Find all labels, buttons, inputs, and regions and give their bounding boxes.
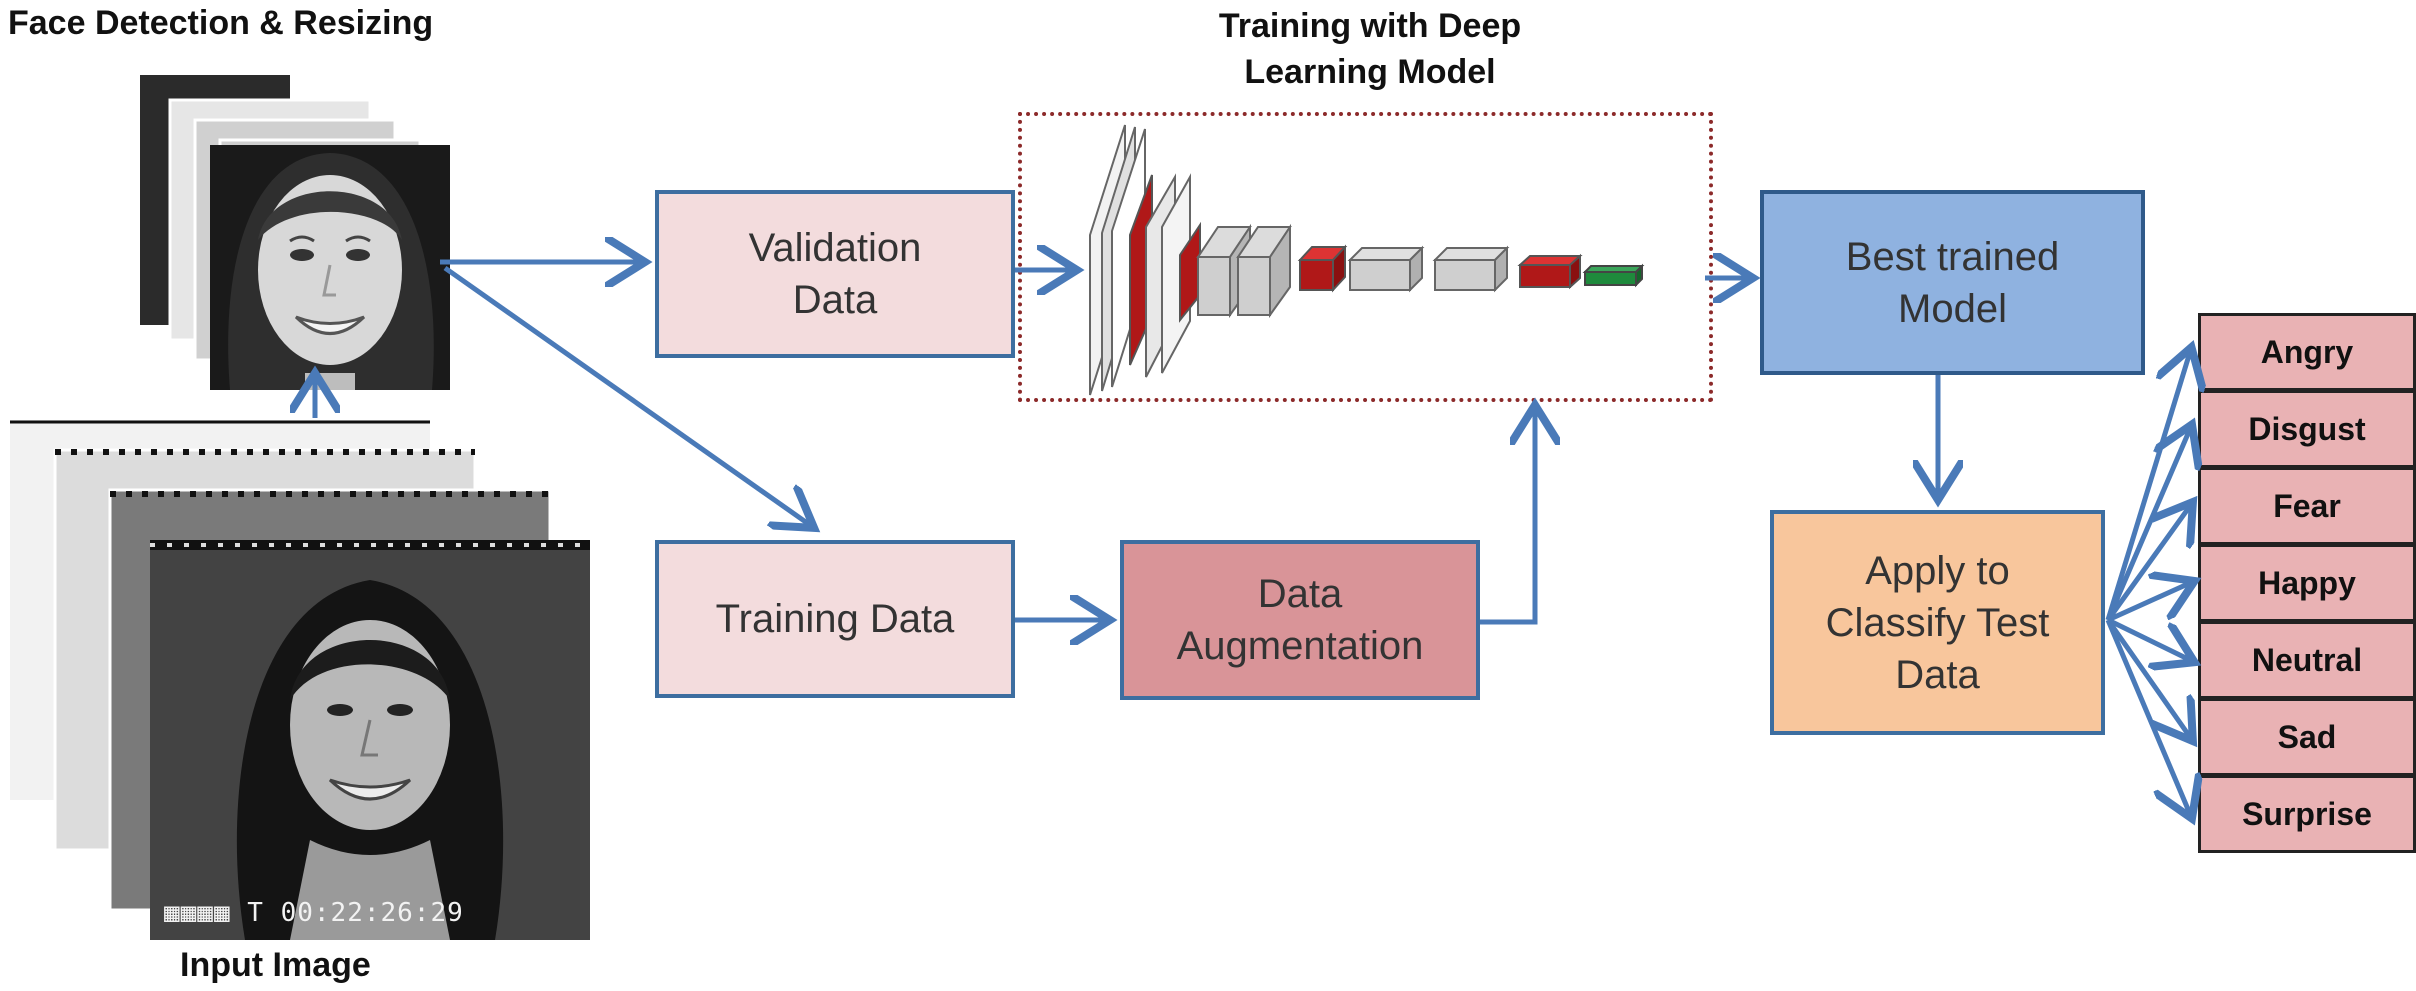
validation-data-line1: Validation — [748, 226, 922, 270]
emotion-happy: Happy — [2198, 544, 2416, 622]
input-image-front-graphic — [150, 540, 590, 940]
timecode-value: 00:22:26:29 — [280, 898, 464, 928]
arrow-augmentation-to-model — [1480, 410, 1535, 625]
data-augmentation-box: Data Augmentation — [1120, 540, 1480, 700]
cnn-layer-dense — [1347, 245, 1510, 293]
training-data-label: Training Data — [715, 597, 955, 641]
input-image-caption: Input Image — [180, 946, 371, 984]
emotion-sad: Sad — [2198, 698, 2416, 776]
emotion-surprise: Surprise — [2198, 775, 2416, 853]
emotion-fear: Fear — [2198, 467, 2416, 545]
training-title-line2: Learning Model — [1244, 52, 1496, 91]
apply-classify-line3: Data — [1895, 652, 1980, 697]
apply-classify-box: Apply to Classify Test Data — [1770, 510, 2105, 735]
arrow-to-angry — [2105, 352, 2190, 621]
data-augmentation-line1: Data — [1257, 572, 1343, 616]
classification-fan-arrows — [2105, 352, 2190, 814]
best-trained-model-line2: Model — [1898, 286, 2007, 331]
input-image-front: ▦▦▦▦ T 00:22:26:29 — [150, 540, 590, 940]
training-title: Training with Deep Learning Model — [1120, 4, 1620, 96]
best-trained-model-box: Best trained Model — [1760, 190, 2145, 375]
arrow-to-happy — [2106, 583, 2190, 623]
face-crop-stack — [135, 70, 455, 390]
deep-learning-model-frame — [1018, 112, 1713, 402]
arrow-to-neutral — [2106, 617, 2190, 660]
cnn-layer-conv1 — [1129, 173, 1191, 378]
data-augmentation-line2: Augmentation — [1176, 624, 1424, 668]
arrow-to-surprise — [2105, 619, 2190, 814]
best-trained-model-line1: Best trained — [1845, 234, 2060, 279]
face-crop-front — [210, 145, 450, 390]
face-crop-stack-graphic — [140, 75, 450, 390]
validation-data-line2: Data — [792, 278, 878, 322]
emotion-disgust: Disgust — [2198, 390, 2416, 468]
apply-classify-line2: Classify Test — [1825, 600, 2050, 645]
emotion-angry: Angry — [2198, 313, 2416, 391]
validation-data-box: Validation Data — [655, 190, 1015, 358]
timecode-prefix-glyph: ▦▦▦▦ T — [164, 898, 281, 928]
training-data-box: Training Data — [655, 540, 1015, 698]
arrow-to-fear — [2105, 506, 2190, 622]
face-detection-caption: Face Detection & Resizing — [8, 4, 434, 42]
emotion-neutral: Neutral — [2198, 621, 2416, 699]
cnn-architecture-graphic — [1089, 124, 1645, 396]
arrow-to-disgust — [2105, 429, 2190, 621]
cnn-layer-pool — [1297, 244, 1348, 293]
input-image-timecode: ▦▦▦▦ T 00:22:26:29 — [164, 898, 464, 928]
apply-classify-line1: Apply to — [1865, 548, 2010, 593]
training-title-line1: Training with Deep — [1218, 7, 1522, 45]
arrow-to-sad — [2105, 618, 2190, 737]
cnn-layer-output — [1517, 253, 1645, 290]
cnn-layer-conv2 — [1179, 221, 1292, 323]
